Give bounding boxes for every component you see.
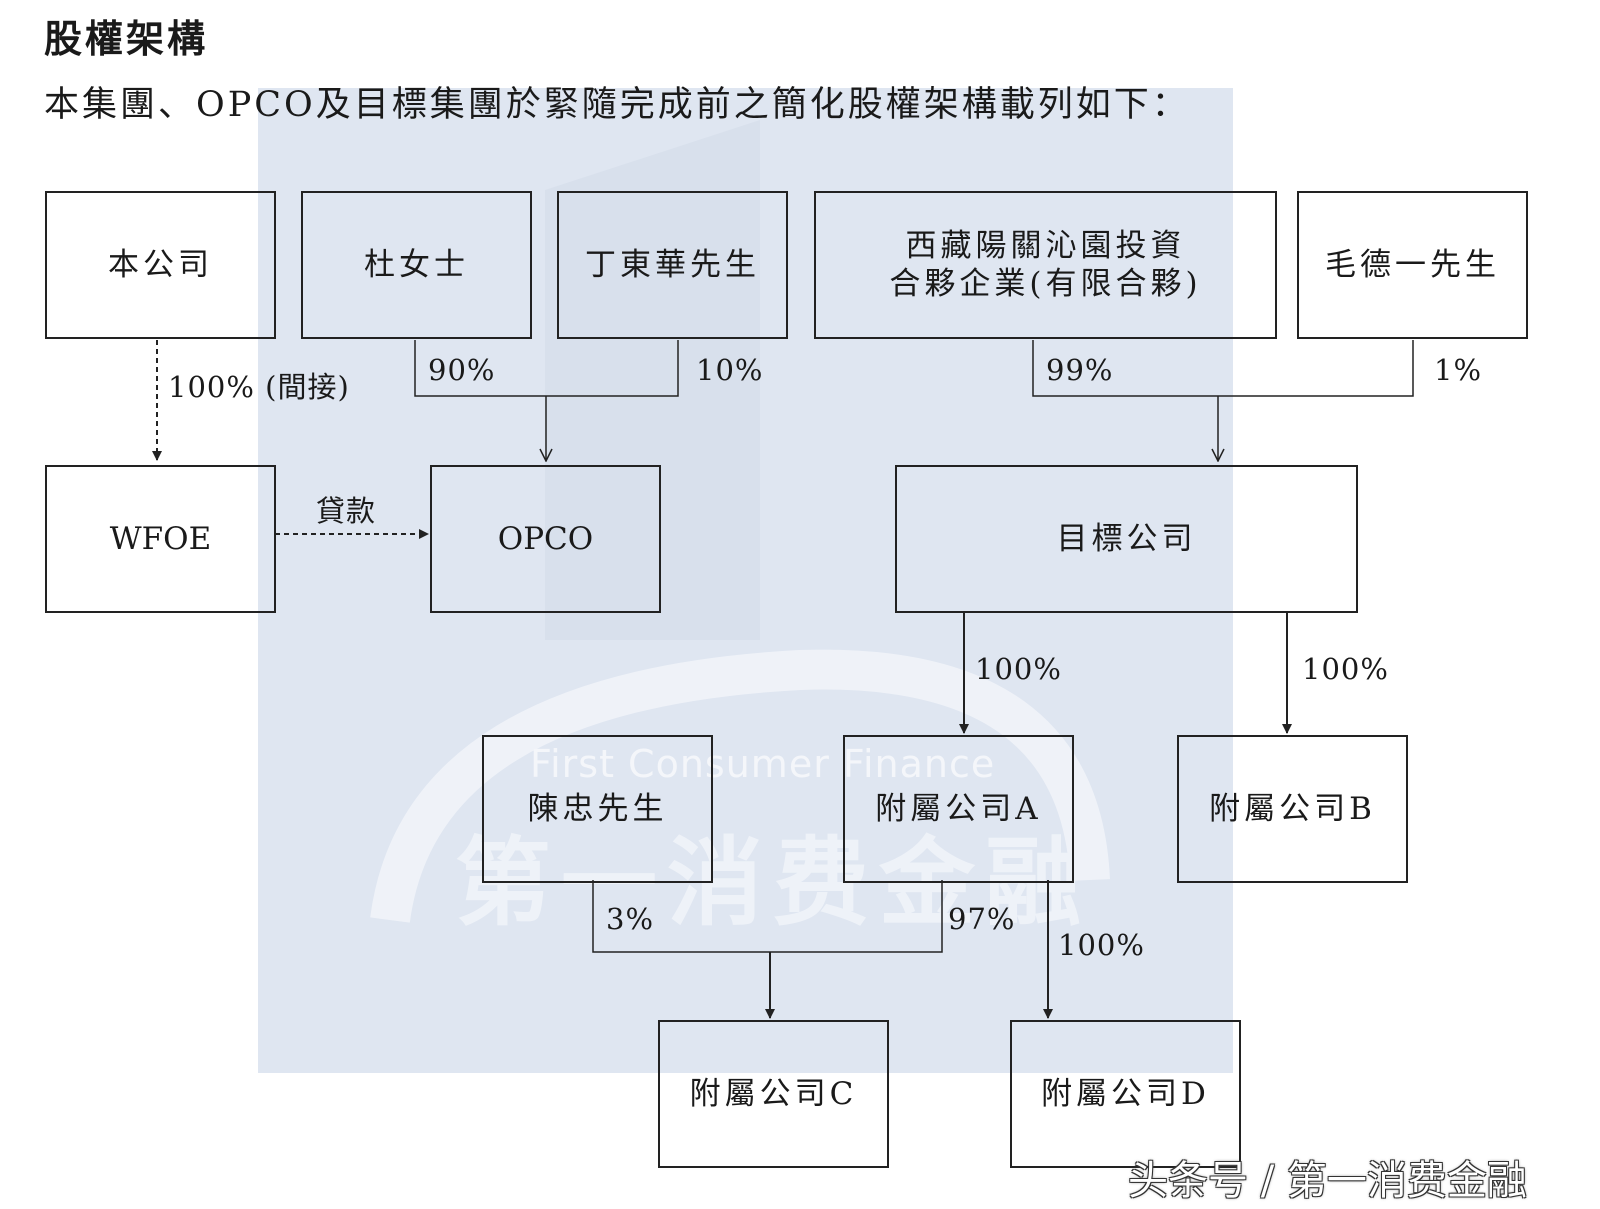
box-sub-a: 附屬公司A: [843, 735, 1074, 883]
label-ding-pct: 10%: [696, 353, 764, 387]
box-sub-b: 附屬公司B: [1177, 735, 1408, 883]
box-company: 本公司: [45, 191, 276, 339]
chen-a-c-link: [592, 880, 943, 953]
label-company-wfoe-pct: 100% (間接): [168, 370, 350, 404]
label-opco: OPCO: [497, 521, 594, 557]
watermark-chinese: 第一消费金融: [455, 827, 1091, 939]
box-ms-du: 杜女士: [301, 191, 532, 339]
label-tibet-line2: 合夥企業(有限合夥): [889, 266, 1202, 302]
box-wfoe: WFOE: [45, 465, 276, 613]
box-target: 目標公司: [895, 465, 1358, 613]
section-title: 股權架構: [44, 17, 209, 61]
label-du-pct: 90%: [428, 353, 496, 387]
watermark-english: First Consumer Finance: [530, 742, 996, 786]
label-loan: 貸款: [316, 494, 377, 528]
label-chen-c-pct: 3%: [606, 902, 655, 936]
label-ms-du: 杜女士: [364, 247, 469, 283]
box-chen: 陳忠先生: [482, 735, 713, 883]
label-chen: 陳忠先生: [527, 791, 668, 827]
intro-text: 本集團、OPCO及目標集團於緊隨完成前之簡化股權架構載列如下：: [44, 85, 1190, 125]
label-target-a-pct: 100%: [975, 652, 1062, 686]
label-tibet-pct: 99%: [1046, 353, 1114, 387]
box-tibet: 西藏陽關沁園投資 合夥企業(有限合夥): [814, 191, 1277, 339]
label-wfoe: WFOE: [109, 521, 212, 557]
label-a-d-pct: 100%: [1058, 928, 1145, 962]
footer-source: 头条号 / 第一消费金融: [1128, 1158, 1527, 1204]
box-sub-d: 附屬公司D: [1010, 1020, 1241, 1168]
label-sub-c: 附屬公司C: [689, 1076, 858, 1112]
label-a-c-pct: 97%: [948, 902, 1016, 936]
box-sub-c: 附屬公司C: [658, 1020, 889, 1168]
label-sub-b: 附屬公司B: [1209, 791, 1376, 827]
label-target-b-pct: 100%: [1302, 652, 1389, 686]
label-tibet-line1: 西藏陽關沁園投資: [905, 228, 1186, 264]
label-company: 本公司: [108, 247, 213, 283]
label-mao-pct: 1%: [1434, 353, 1483, 387]
label-target: 目標公司: [1056, 521, 1197, 557]
tibet-target-link: [1032, 340, 1414, 397]
box-ding: 丁東華先生: [557, 191, 788, 339]
box-mao: 毛德一先生: [1297, 191, 1528, 339]
box-opco: OPCO: [430, 465, 661, 613]
label-sub-a: 附屬公司A: [875, 791, 1042, 827]
label-mao: 毛德一先生: [1325, 247, 1500, 283]
label-ding: 丁東華先生: [585, 247, 760, 283]
label-sub-d: 附屬公司D: [1041, 1076, 1210, 1112]
